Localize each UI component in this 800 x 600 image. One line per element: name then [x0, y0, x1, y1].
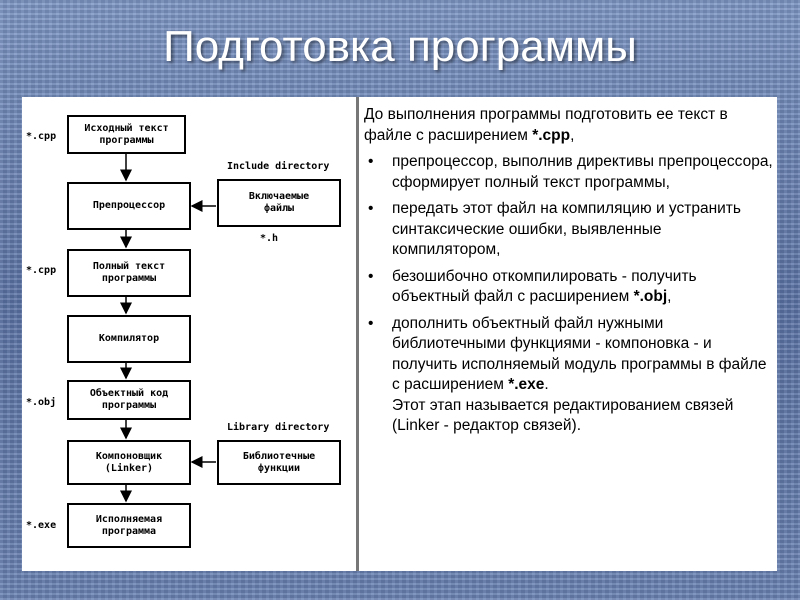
flow-diagram: Исходный текст программы Препроцессор Вк…: [22, 97, 356, 571]
tag-cpp-source: *.cpp: [26, 131, 57, 142]
box-compiler: Компилятор: [67, 315, 191, 363]
intro-paragraph: До выполнения программы подготовить ее т…: [364, 106, 728, 144]
content-panel: Исходный текст программы Препроцессор Вк…: [22, 97, 777, 571]
box-linker: Компоновщик (Linker): [67, 440, 191, 485]
slide-title: Подготовка программы: [163, 22, 637, 71]
tag-obj: *.obj: [26, 397, 57, 408]
box-source-program: Исходный текст программы: [67, 115, 186, 154]
panel-divider: [356, 97, 359, 571]
box-preprocessor: Препроцессор: [67, 182, 191, 230]
text-block: До выполнения программы подготовить ее т…: [364, 105, 774, 443]
closing-note: Этот этап называется редактированием свя…: [392, 396, 734, 435]
diagram-arrows: [120, 154, 216, 503]
box-include-files: Включаемые файлы: [217, 179, 341, 227]
box-object-code: Объектный код программы: [67, 380, 191, 420]
tag-exe: *.exe: [26, 520, 57, 531]
tag-library-directory: Library directory: [227, 422, 330, 433]
tag-h-extension: *.h: [260, 233, 279, 244]
list-item: •безошибочно откомпилировать - получить …: [368, 267, 697, 306]
tag-cpp-full: *.cpp: [26, 265, 57, 276]
box-full-program-text: Полный текст программы: [67, 249, 191, 297]
box-library-functions: Библиотечные функции: [217, 440, 341, 485]
tag-include-directory: Include directory: [227, 161, 330, 172]
box-executable: Исполняемая программа: [67, 503, 191, 548]
list-item: •препроцессор, выполнив директивы препро…: [368, 153, 773, 191]
list-item: •дополнить объектный файл нужными библио…: [368, 314, 767, 435]
list-item: •передать этот файл на компиляцию и устр…: [368, 200, 741, 258]
steps-list: •препроцессор, выполнив директивы препро…: [364, 152, 774, 437]
